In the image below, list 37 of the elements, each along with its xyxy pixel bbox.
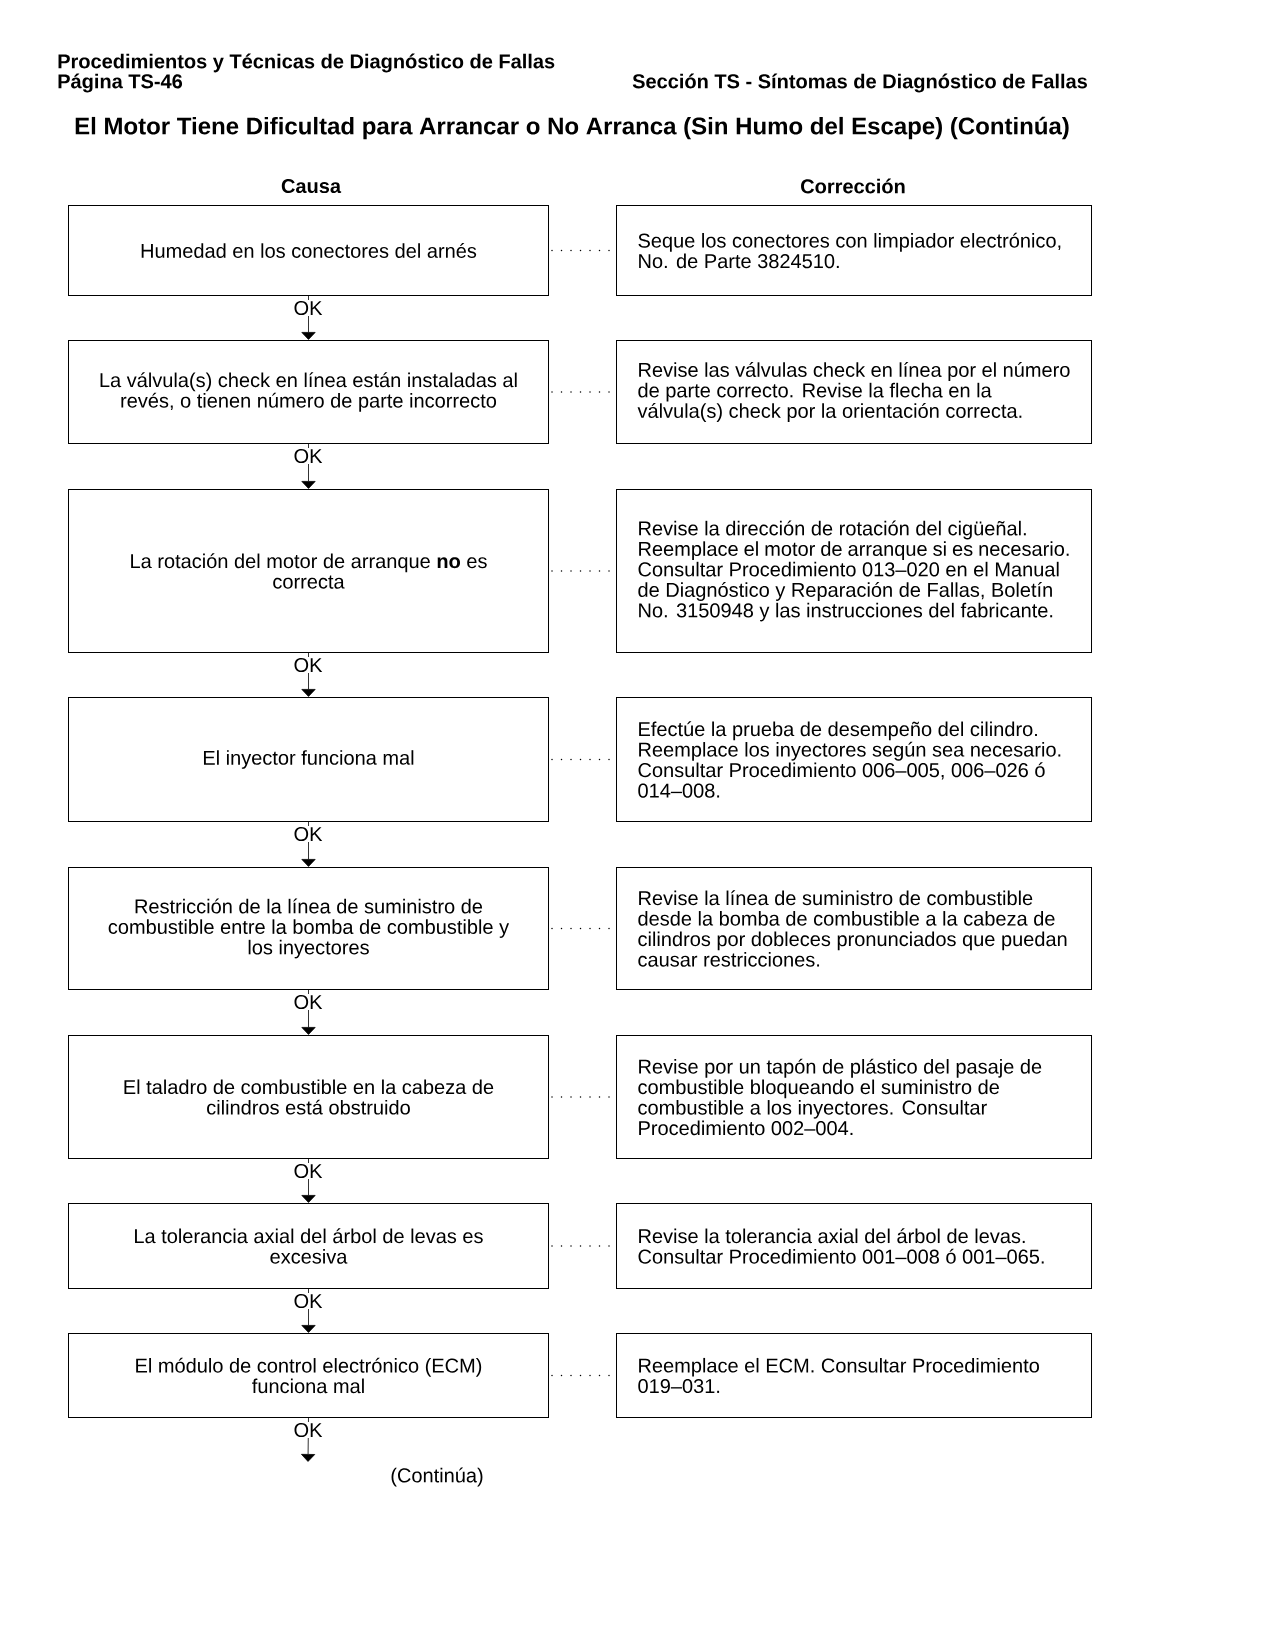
arrow: [301, 821, 316, 867]
edge-label: OK: [291, 1162, 325, 1180]
cause-box: La rotación del motor de arranque no es correcta: [68, 489, 549, 653]
arrow: [301, 652, 316, 697]
continuation-note: (Continúa): [391, 1467, 483, 1487]
arrow: [301, 443, 316, 489]
page-header: Sección TS - Síntomas de Diagnóstico de Fallas: [632, 73, 1087, 93]
edge-label: OK: [291, 447, 325, 465]
edge-label: OK: [291, 299, 325, 317]
page-header: Página TS-46: [58, 73, 183, 93]
correction-box: Revise la línea de suministro de combustible desde la bomba de combustible a la cabeza de cilindros por dobleces pronunciados que puedan causar restricciones.: [616, 867, 1092, 990]
correction-box: Revise la dirección de rotación del cigüeñal. Reemplace el motor de arranque si es necesario. Consultar Procedimiento 013–020 en el Manual de Diagnóstico y Reparación de Fallas, Boletín No. 3150948 y las instrucciones del fabricante.: [616, 489, 1092, 653]
edge-label: OK: [291, 656, 325, 674]
title: El Motor Tiene Dificultad para Arrancar o No Arranca (Sin Humo del Escape) (Continúa): [75, 116, 1069, 140]
cause-box: La válvula(s) check en línea están instaladas al revés, o tienen número de parte incorrecto: [68, 340, 549, 444]
cause-box: La tolerancia axial del árbol de levas es excesiva: [68, 1203, 549, 1289]
correction-box: Revise las válvulas check en línea por el número de parte correcto. Revise la flecha en la válvula(s) check por la orientación correcta.: [616, 340, 1092, 444]
edge-label: OK: [291, 993, 325, 1011]
edge-label: OK: [291, 1421, 325, 1439]
edge-label: OK: [291, 825, 325, 843]
page-header: Procedimientos y Técnicas de Diagnóstico de Fallas: [58, 53, 555, 73]
cause-box: El taladro de combustible en la cabeza de cilindros está obstruido: [68, 1035, 549, 1159]
correction-box: Revise por un tapón de plástico del pasaje de combustible bloqueando el suministro de combustible a los inyectores. Consultar Procedimiento 002–004.: [616, 1035, 1092, 1159]
correction-box: Seque los conectores con limpiador electrónico, No. de Parte 3824510.: [616, 205, 1092, 296]
arrow: [301, 1417, 316, 1462]
arrow: [301, 1288, 316, 1333]
cause-box: El módulo de control electrónico (ECM) funciona mal: [68, 1333, 549, 1418]
correction-box: Revise la tolerancia axial del árbol de levas. Consultar Procedimiento 001–008 ó 001–065.: [616, 1203, 1092, 1289]
cause-box: Restricción de la línea de suministro de combustible entre la bomba de combustible y los inyectores: [68, 867, 549, 990]
arrow: [301, 295, 316, 340]
cause-box: El inyector funciona mal: [68, 697, 549, 822]
correction-box: Reemplace el ECM. Consultar Procedimiento 019–031.: [616, 1333, 1092, 1418]
arrow: [301, 989, 316, 1035]
correction-box: Efectúe la prueba de desempeño del cilindro. Reemplace los inyectores según sea necesario. Consultar Procedimiento 006–005, 006–026 ó 014–008.: [616, 697, 1092, 822]
cause-box: Humedad en los conectores del arnés: [68, 205, 549, 296]
edge-label: OK: [291, 1292, 325, 1310]
arrow: [301, 1158, 316, 1203]
